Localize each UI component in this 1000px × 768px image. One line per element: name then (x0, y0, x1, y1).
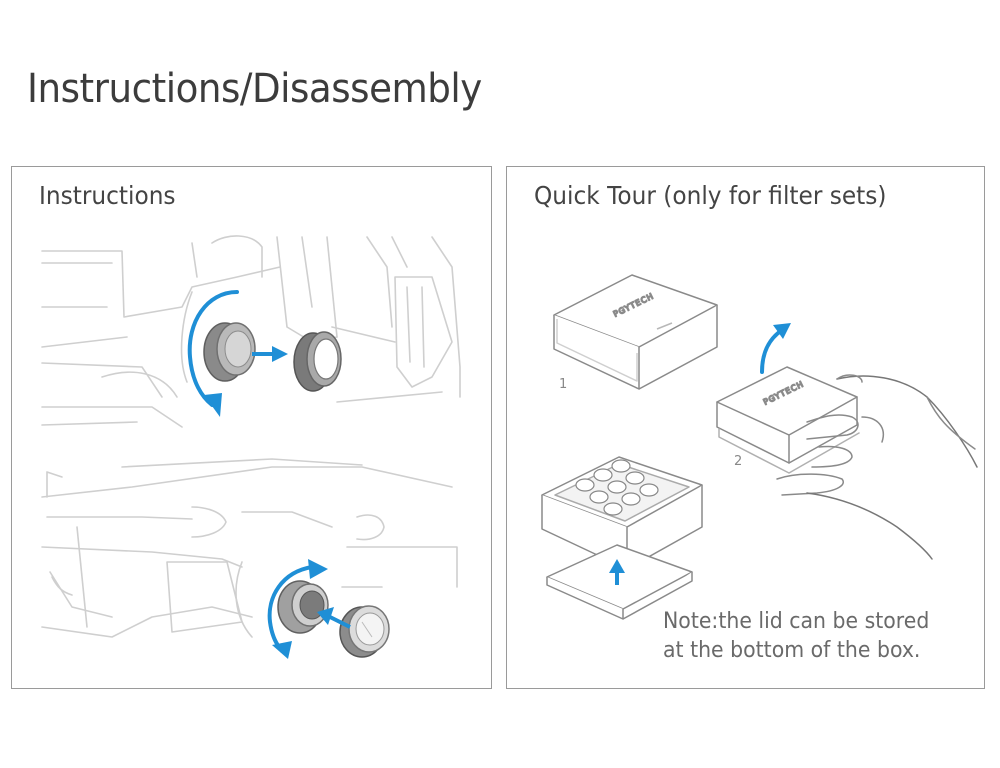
bottom-rotate-arrowhead-bottom (272, 641, 292, 659)
lid-in-hand: PGYTECH (716, 366, 978, 560)
top-lens-mount (203, 322, 256, 382)
top-rotate-arrow (187, 290, 239, 407)
drone-gimbal-top (41, 235, 461, 428)
top-rotate-arrowhead (204, 393, 222, 417)
quick-tour-heading: Quick Tour (only for filter sets) (534, 181, 887, 210)
bottom-push-arrow (317, 607, 351, 629)
instructions-panel: Instructions (11, 166, 492, 689)
drone-gimbal-bottom (41, 458, 458, 638)
step-2-label: 2 (734, 454, 743, 469)
closed-filter-box: PGYTECH (553, 274, 718, 390)
note-line-1: Note:the lid can be stored (663, 609, 930, 634)
up-arrow (609, 559, 625, 585)
open-filter-tray (541, 456, 703, 570)
storage-note: Note:the lid can be stored at the bottom… (663, 607, 929, 665)
step-1-label: 1 (559, 377, 568, 392)
bottom-lens-mount (277, 580, 329, 634)
top-pull-arrow (252, 346, 288, 362)
quick-tour-panel: Quick Tour (only for filter sets) PGYTEC… (506, 166, 985, 689)
top-removed-filter (293, 331, 342, 392)
stored-lid (546, 544, 693, 620)
instructions-illustration (41, 235, 461, 659)
note-line-2: at the bottom of the box. (663, 638, 921, 663)
quick-tour-illustration: PGYTECH PGYTECH (541, 274, 978, 620)
bottom-filter (339, 605, 390, 658)
bottom-rotate-arrowhead-top (308, 559, 328, 579)
instructions-heading: Instructions (39, 181, 176, 210)
page-title: Instructions/Disassembly (27, 66, 482, 112)
lid-lift-arrow (760, 323, 791, 374)
